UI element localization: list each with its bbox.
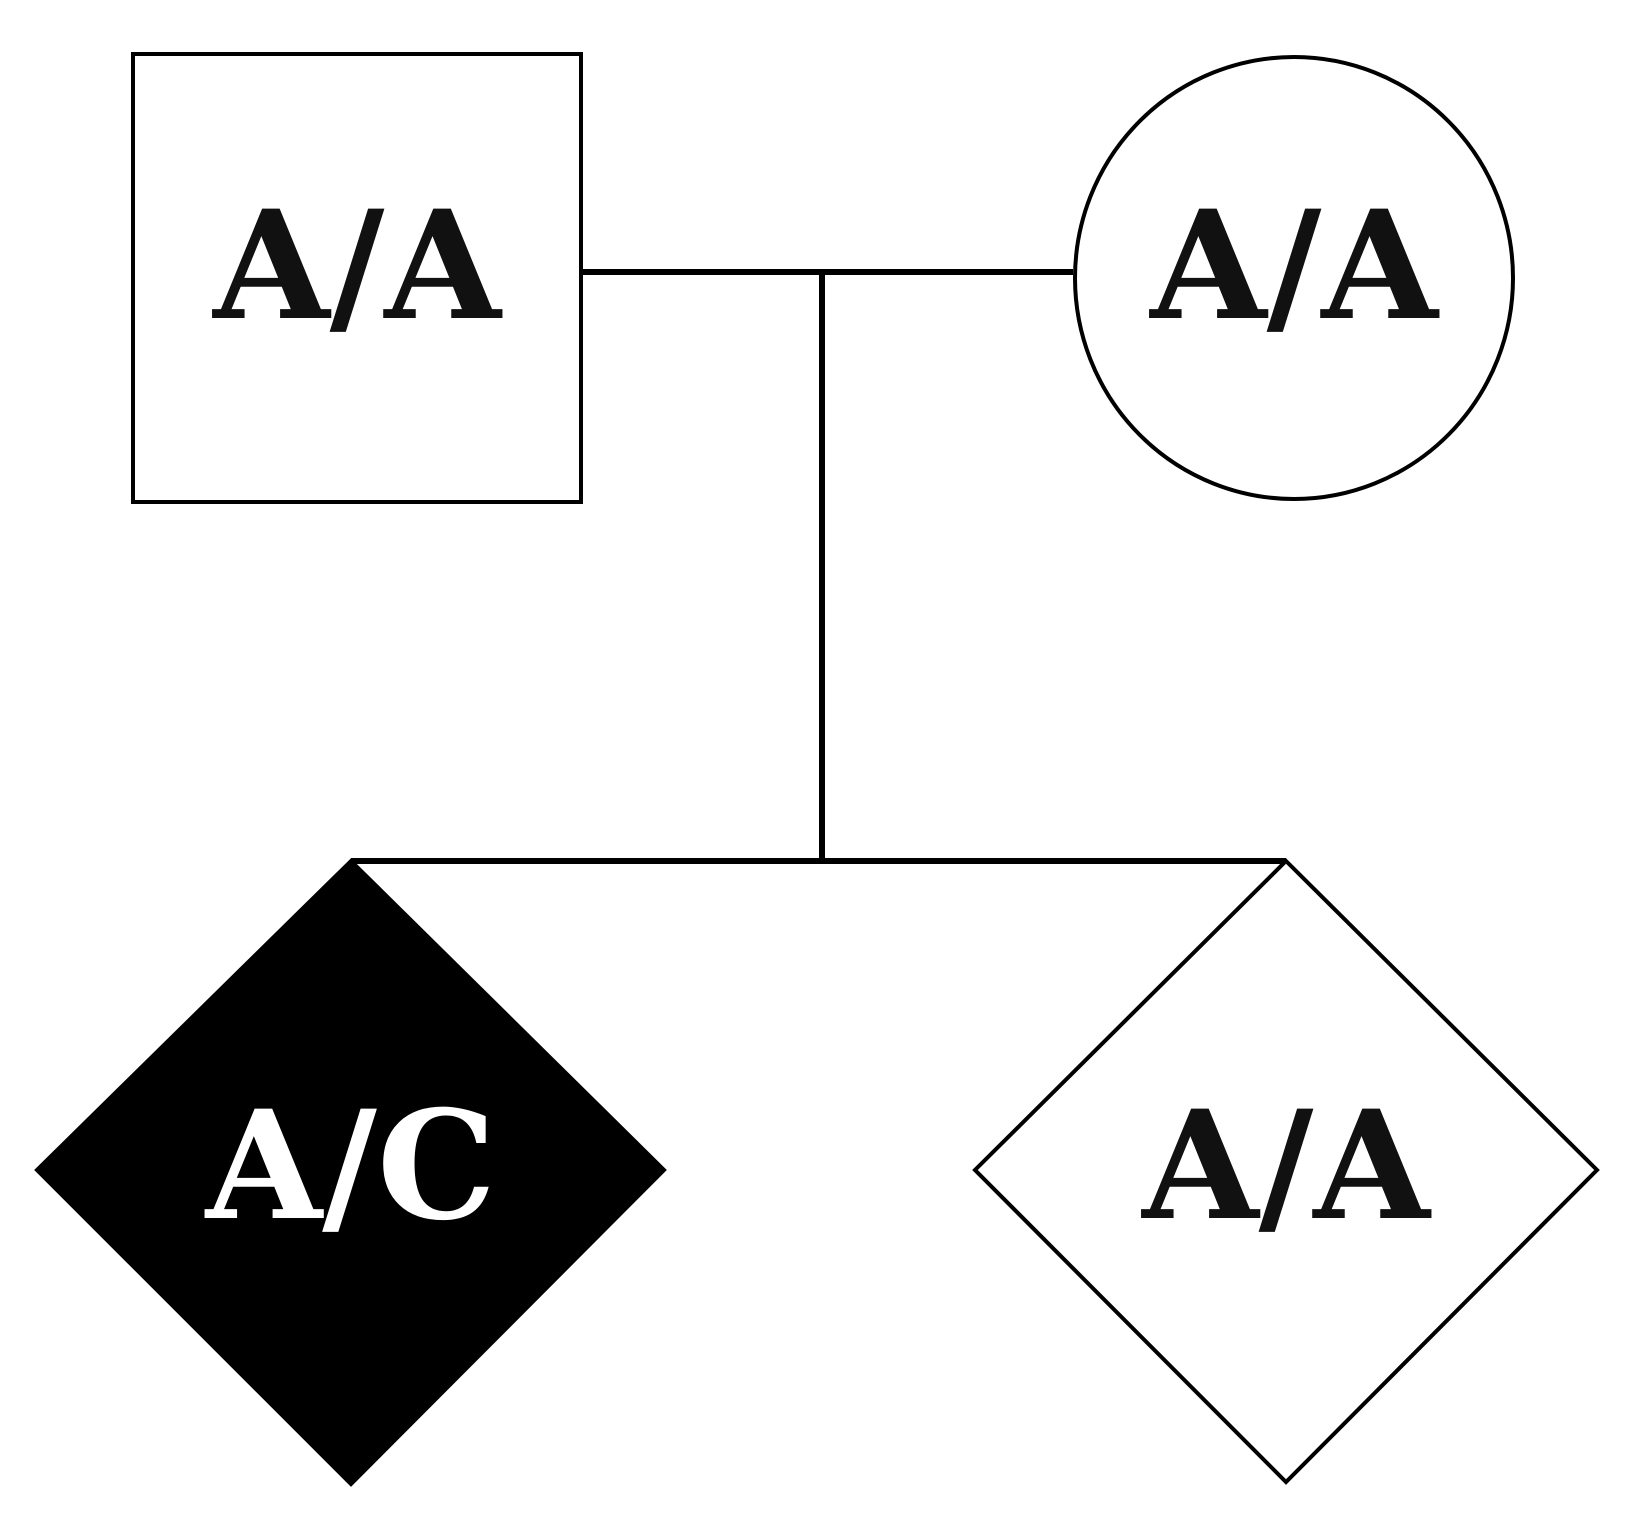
unaffected-child-diamond-symbol bbox=[972, 858, 1600, 1485]
mother-genotype-label: A/A bbox=[1148, 178, 1440, 354]
mother-circle-symbol bbox=[1073, 55, 1515, 501]
affected-child-diamond-symbol bbox=[34, 858, 667, 1487]
father-square-symbol bbox=[131, 52, 583, 504]
affected-child-genotype-label: A/C bbox=[204, 1078, 497, 1254]
father-genotype-label: A/A bbox=[211, 178, 503, 354]
unaffected-child-genotype-label: A/A bbox=[1140, 1078, 1432, 1254]
